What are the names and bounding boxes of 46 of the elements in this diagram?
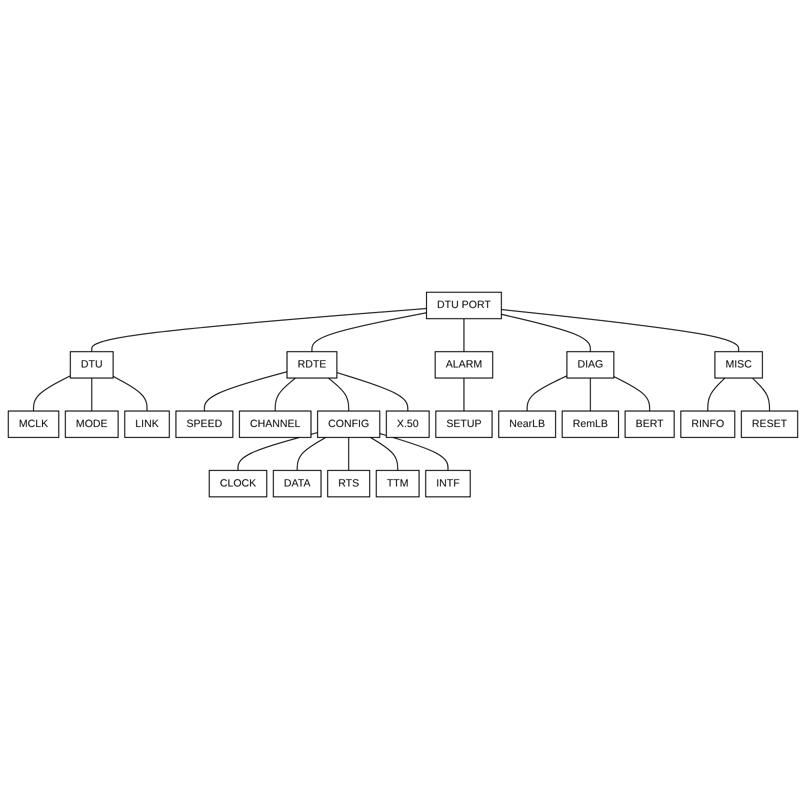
- node-box: MISC: [714, 352, 763, 379]
- connector: [463, 378, 464, 412]
- node-box: DTU: [70, 352, 114, 379]
- connector: [91, 308, 427, 353]
- connector: [274, 378, 296, 412]
- node-box: DTU PORT: [426, 292, 502, 320]
- node-box: MCLK: [8, 411, 60, 438]
- connector: [91, 378, 92, 412]
- connector: [112, 376, 148, 412]
- node-box: CLOCK: [208, 470, 268, 498]
- connector: [526, 376, 568, 412]
- node-box: TTM: [376, 470, 420, 498]
- connector: [370, 437, 398, 472]
- connector: [500, 309, 740, 353]
- node-box: SPEED: [175, 411, 234, 438]
- node-box: RESET: [740, 411, 798, 438]
- node-box: ALARM: [434, 352, 494, 379]
- node-box: RINFO: [680, 411, 736, 438]
- node-box: LINK: [124, 411, 170, 438]
- connector: [752, 378, 770, 412]
- connector: [296, 437, 326, 472]
- node-box: RDTE: [286, 352, 338, 379]
- connector: [311, 312, 427, 353]
- connector: [33, 376, 71, 412]
- connector: [500, 314, 591, 353]
- connector: [348, 437, 350, 472]
- connector: [379, 434, 448, 472]
- node-box: CONFIG: [317, 411, 380, 438]
- connector: [328, 378, 350, 412]
- node-box: DATA: [272, 470, 322, 498]
- node-box: X.50: [386, 411, 430, 438]
- connector: [204, 372, 288, 412]
- connector: [463, 318, 464, 353]
- node-box: SETUP: [435, 411, 493, 438]
- node-box: DIAG: [566, 352, 614, 379]
- connector: [613, 376, 650, 412]
- node-box: MODE: [64, 411, 119, 438]
- node-box: CHANNEL: [238, 411, 312, 438]
- connector: [336, 372, 408, 412]
- node-box: RemLB: [562, 411, 620, 438]
- connector: [590, 378, 591, 412]
- node-box: BERT: [624, 411, 675, 438]
- node-box: RTS: [327, 470, 370, 498]
- node-box: INTF: [425, 470, 471, 498]
- node-box: NearLB: [498, 411, 556, 438]
- connector: [707, 378, 726, 412]
